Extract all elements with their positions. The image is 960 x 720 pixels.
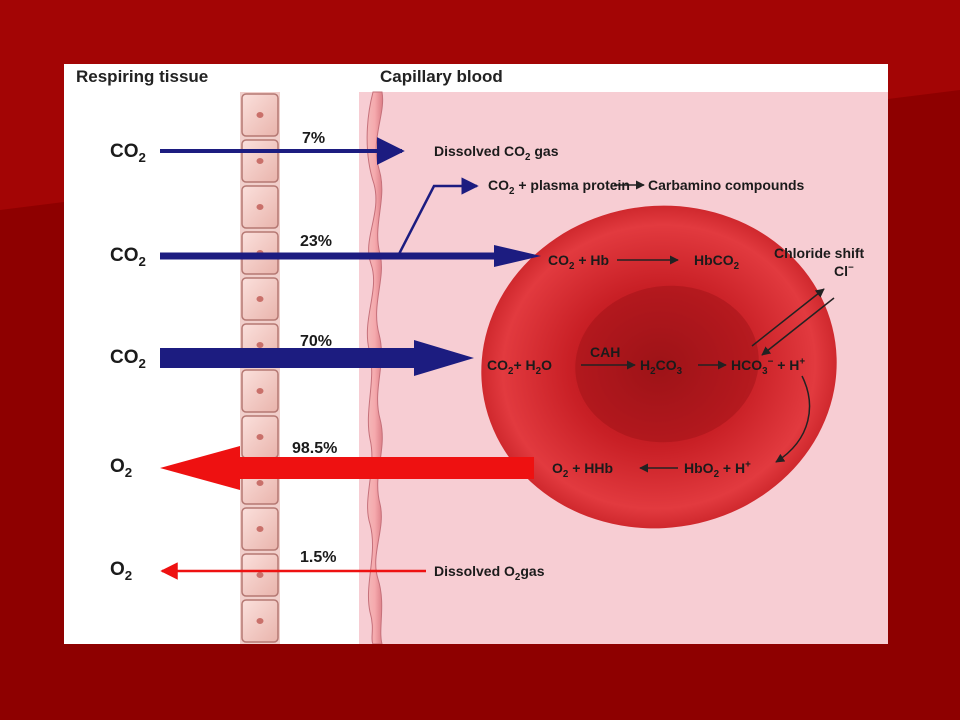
diagram-graphic xyxy=(64,64,888,644)
bicarbonate-label: HCO3− + H+ xyxy=(731,356,806,377)
percent-label-1-5: 1.5% xyxy=(300,549,337,566)
co2-label-1: CO2 xyxy=(110,141,146,165)
respiring-tissue-header: Respiring tissue xyxy=(76,67,209,86)
chloride-out-arrow xyxy=(751,288,825,347)
tissue-cell-nucleus xyxy=(256,480,264,486)
hbco2-label: HbCO2 xyxy=(694,252,740,272)
tissue-cell-nucleus xyxy=(256,388,264,394)
tissue-cell-nucleus xyxy=(256,158,264,164)
hbo2-label: HbO2 + H+ xyxy=(684,459,751,480)
o2-hhb-label: O2 + HHb xyxy=(552,460,614,480)
co2-label-3: CO2 xyxy=(110,347,146,371)
co2-water-label: CO2+ H2O xyxy=(487,357,552,377)
dissolved-o2-label: Dissolved O2gas xyxy=(434,563,545,583)
cah-enzyme-label: CAH xyxy=(590,344,621,360)
o2-label-1: O2 xyxy=(110,456,133,480)
tissue-cell-nucleus xyxy=(256,204,264,210)
carbamino-branch-arrow xyxy=(396,177,479,257)
co2-arrow-70-percent xyxy=(160,340,474,376)
diagram-panel: Respiring tissue Capillary blood CO2 CO2… xyxy=(64,64,888,644)
chloride-shift-label: Chloride shift xyxy=(774,245,865,261)
capillary-blood-header: Capillary blood xyxy=(380,67,503,86)
co2-hb-label: CO2 + Hb xyxy=(548,252,610,272)
tissue-cell-nucleus xyxy=(256,434,264,440)
percent-label-23: 23% xyxy=(300,233,333,250)
chloride-in-arrow xyxy=(761,297,835,356)
tissue-cell-nucleus xyxy=(256,112,264,118)
hydrogen-ion-curve-arrow xyxy=(775,375,811,463)
o2-label-2: O2 xyxy=(110,559,133,583)
carbamino-compounds-label: Carbamino compounds xyxy=(648,177,805,193)
carbamino-reactants-label: CO2 + plasma protein xyxy=(488,177,630,197)
tissue-cell-nucleus xyxy=(256,572,264,578)
tissue-cell-nucleus xyxy=(256,526,264,532)
carbonic-acid-label: H2CO3 xyxy=(640,357,683,377)
tissue-cell-nucleus xyxy=(256,296,264,302)
percent-label-98-5: 98.5% xyxy=(292,440,338,457)
tissue-cell-nucleus xyxy=(256,618,264,624)
co2-label-2: CO2 xyxy=(110,245,146,269)
dissolved-co2-label: Dissolved CO2 gas xyxy=(434,143,559,163)
o2-arrow-98-5-percent xyxy=(160,446,534,490)
chloride-ion-label: Cl− xyxy=(834,262,854,279)
tissue-cell-nucleus xyxy=(256,342,264,348)
co2-arrow-23-percent xyxy=(160,245,541,267)
percent-label-70: 70% xyxy=(300,333,333,350)
red-blood-cell xyxy=(481,205,837,529)
percent-label-7: 7% xyxy=(302,130,326,147)
